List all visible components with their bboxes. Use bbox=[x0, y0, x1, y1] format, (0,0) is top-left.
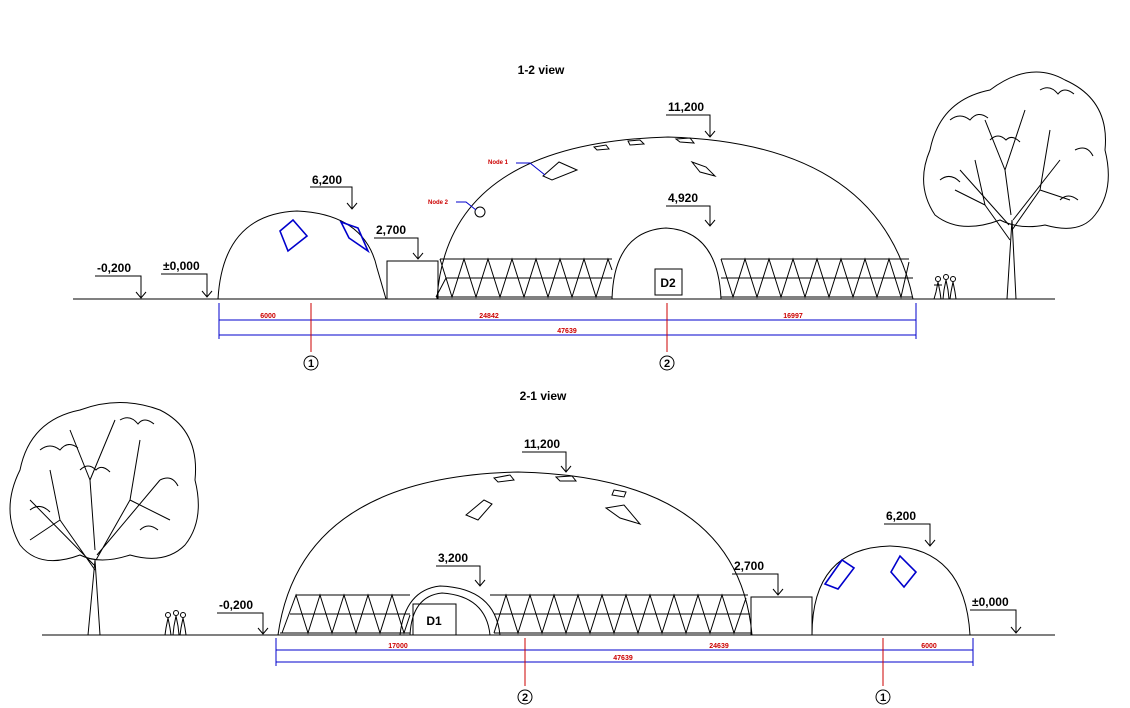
people-figures bbox=[164, 610, 187, 636]
view-title: 1-2 view bbox=[518, 63, 565, 77]
dim-3: 6000 bbox=[921, 643, 937, 650]
view-1-2: 1-2 view D2 bbox=[73, 63, 1109, 371]
level-small-dome: 6,200 bbox=[312, 173, 342, 187]
tree-left bbox=[9, 402, 199, 636]
axis-marker bbox=[517, 689, 533, 705]
level-marks: 11,200 6,200 2,700 4,920 ±0,000 -0,200 bbox=[95, 100, 716, 299]
level-ground: ±0,000 bbox=[163, 259, 200, 273]
level-marks: 11,200 6,200 2,700 3,200 ±0,000 -0,200 bbox=[217, 437, 1022, 635]
dim-2: 24842 bbox=[479, 313, 499, 320]
view-2-1: 2-1 view D1 bbox=[9, 389, 1055, 705]
dim-3: 16997 bbox=[783, 313, 803, 320]
level-entrance: 4,920 bbox=[668, 191, 698, 205]
skylight-panel bbox=[823, 558, 856, 590]
view-title: 2-1 view bbox=[520, 389, 567, 403]
door-box bbox=[654, 268, 683, 296]
axis-marker bbox=[303, 355, 319, 371]
level-entrance: 3,200 bbox=[438, 551, 468, 565]
door-label: D2 bbox=[660, 276, 676, 290]
large-dome bbox=[436, 136, 914, 300]
level-large-dome: 11,200 bbox=[668, 100, 704, 114]
connector-block bbox=[386, 260, 439, 300]
dimension-lines: 17000 24639 6000 47639 bbox=[275, 638, 974, 686]
small-dome bbox=[217, 210, 387, 300]
dim-1: 17000 bbox=[388, 643, 408, 650]
dimension-lines: 6000 24842 16997 47639 bbox=[218, 303, 917, 352]
large-dome bbox=[277, 471, 753, 636]
level-large-dome: 11,200 bbox=[524, 437, 560, 451]
axis-label: 2 bbox=[664, 358, 670, 370]
door-box bbox=[412, 603, 457, 636]
dim-overall: 47639 bbox=[613, 655, 633, 662]
skylight-panel bbox=[890, 554, 918, 589]
tree-right bbox=[923, 71, 1109, 300]
skylight-panel bbox=[279, 218, 309, 253]
level-connector: 2,700 bbox=[376, 223, 406, 237]
node-2-leader bbox=[456, 201, 477, 211]
dim-overall: 47639 bbox=[557, 328, 577, 335]
node-1-leader bbox=[516, 162, 546, 176]
level-ground: ±0,000 bbox=[972, 595, 1009, 609]
entrance-dome bbox=[399, 585, 501, 636]
level-outside: -0,200 bbox=[219, 598, 253, 612]
level-connector: 2,700 bbox=[734, 559, 764, 573]
people-figures bbox=[933, 274, 957, 300]
axis-label: 1 bbox=[308, 358, 314, 370]
skylights bbox=[465, 474, 642, 525]
door-label: D1 bbox=[426, 614, 442, 628]
skylights bbox=[542, 137, 717, 181]
node-1-label: Node 1 bbox=[488, 160, 509, 166]
small-dome bbox=[811, 545, 971, 636]
level-outside: -0,200 bbox=[97, 261, 131, 275]
axis-label: 1 bbox=[880, 692, 886, 704]
truss-band bbox=[280, 593, 752, 635]
node-2-marker bbox=[474, 206, 486, 218]
truss-band bbox=[435, 257, 913, 299]
dim-2: 24639 bbox=[709, 643, 729, 650]
axis-marker bbox=[875, 689, 891, 705]
entrance-dome-inner bbox=[409, 592, 491, 636]
node-2-label: Node 2 bbox=[428, 200, 449, 206]
dim-1: 6000 bbox=[260, 313, 276, 320]
axis-label: 2 bbox=[522, 692, 528, 704]
connector-block bbox=[750, 596, 813, 636]
entrance-dome bbox=[611, 227, 722, 300]
axis-marker bbox=[659, 355, 675, 371]
level-small-dome: 6,200 bbox=[886, 509, 916, 523]
skylight-panel bbox=[339, 220, 370, 254]
